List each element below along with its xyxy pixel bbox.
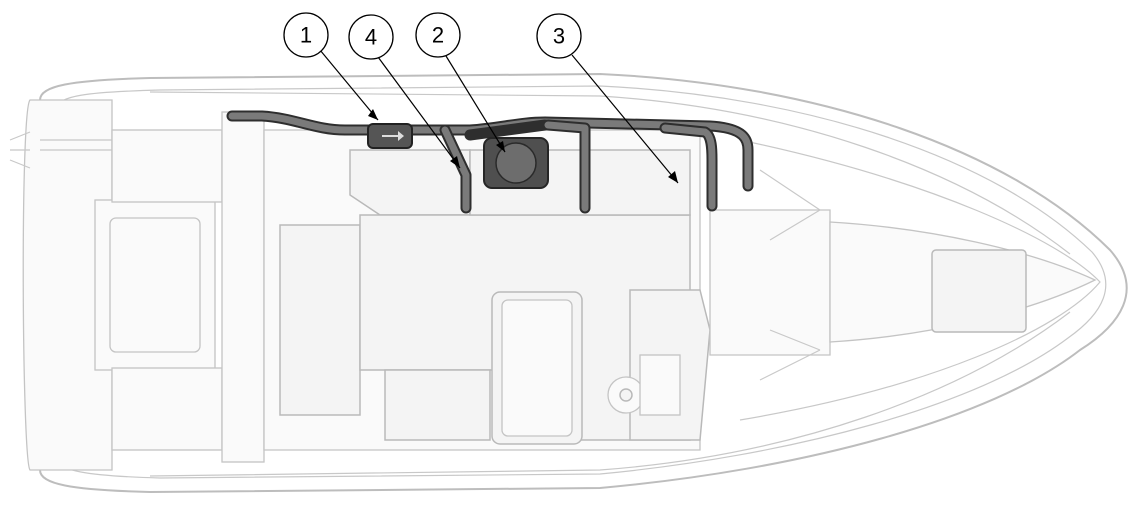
bow-deck bbox=[709, 169, 1097, 381]
callout-3-leader bbox=[571, 54, 679, 184]
callout-4: 4 bbox=[348, 14, 461, 169]
callout-4-circle bbox=[348, 14, 394, 60]
boat-hull bbox=[39, 73, 1128, 493]
heater-duct-system bbox=[226, 110, 754, 214]
callout-3-circle bbox=[536, 13, 582, 59]
callout-2-leader bbox=[445, 55, 506, 153]
callout-1-circle bbox=[283, 12, 329, 58]
stern-platform bbox=[9, 99, 265, 471]
callout-1-leader bbox=[319, 49, 379, 121]
callout-3-label: 3 bbox=[553, 24, 565, 49]
callout-1: 1 bbox=[283, 12, 379, 121]
callout-3: 3 bbox=[536, 13, 679, 184]
callout-2-circle bbox=[415, 12, 461, 58]
callout-2: 2 bbox=[415, 12, 506, 153]
callout-2-label: 2 bbox=[432, 23, 444, 48]
helm-console bbox=[607, 289, 711, 441]
callout-4-label: 4 bbox=[365, 25, 377, 50]
callout-1-label: 1 bbox=[300, 23, 312, 48]
callout-4-leader bbox=[377, 56, 461, 169]
